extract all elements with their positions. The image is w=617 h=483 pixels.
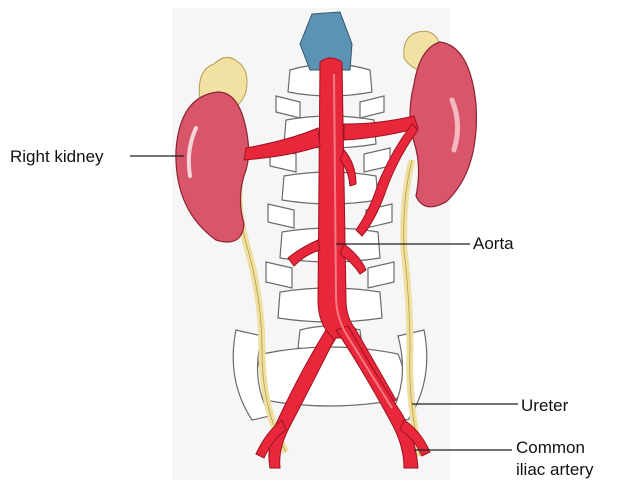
- right-kidney-label: Right kidney: [10, 147, 104, 167]
- common-iliac-label-line1: Common: [516, 438, 585, 458]
- aorta-label: Aorta: [473, 234, 514, 254]
- left-kidney: [410, 42, 476, 207]
- common-iliac-label-line2: iliac artery: [516, 460, 593, 480]
- ureter-label: Ureter: [521, 396, 568, 416]
